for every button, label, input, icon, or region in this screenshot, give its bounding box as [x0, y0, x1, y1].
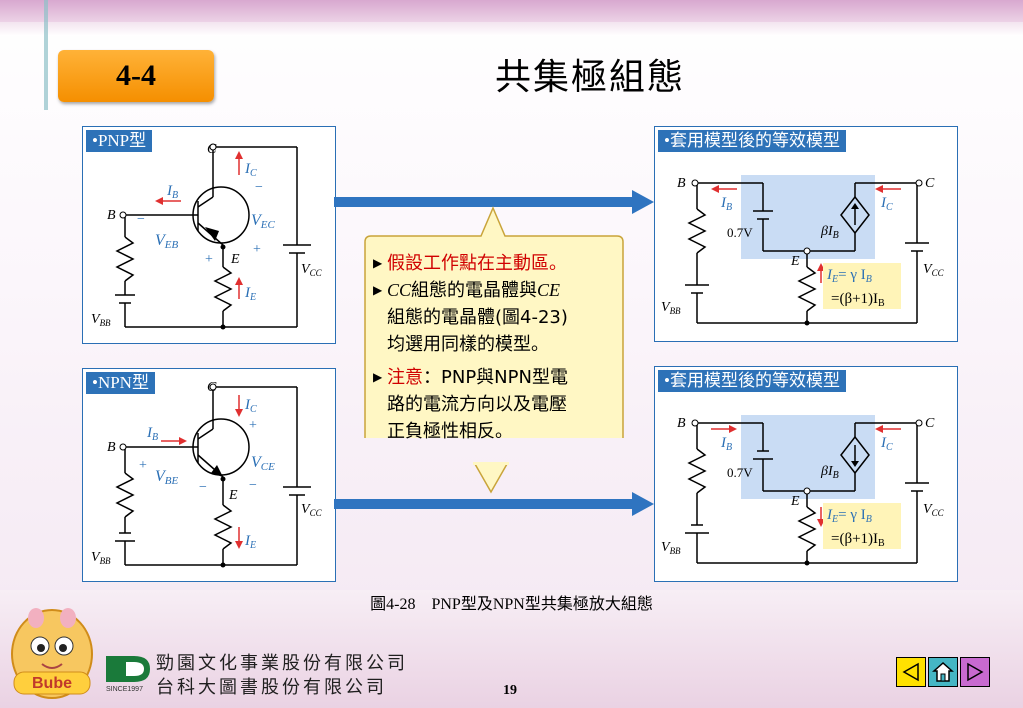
svg-text:VEB: VEB	[155, 232, 179, 251]
callout-bubble	[364, 206, 624, 438]
svg-text:βIB: βIB	[820, 224, 839, 241]
svg-text:VCC: VCC	[923, 502, 945, 518]
svg-text:E: E	[790, 494, 800, 509]
svg-text:IB: IB	[720, 195, 732, 213]
svg-text:VBE: VBE	[155, 468, 179, 487]
npn-label: •NPN型	[86, 372, 155, 394]
svg-text:IC: IC	[880, 435, 893, 453]
svg-text:VBB: VBB	[661, 540, 681, 556]
prev-page-button[interactable]	[896, 657, 926, 687]
node-c: C	[207, 142, 217, 157]
svg-text:VCE: VCE	[251, 454, 275, 473]
callout-line-4: 均選用同樣的模型。	[387, 334, 549, 355]
callout-line-7: 正負極性相反。	[387, 421, 513, 442]
svg-text:VBB: VBB	[661, 300, 681, 316]
equivalent-model-panel-top: B C E 0.7V βIB IB IC IE= γ IB =(β+1)IB V…	[654, 126, 958, 342]
svg-text:VCC: VCC	[301, 502, 323, 518]
home-button[interactable]	[928, 657, 958, 687]
nav-buttons	[896, 657, 990, 687]
svg-text:VCC: VCC	[923, 262, 945, 278]
pnp-circuit-panel: C B E IC IB IE VEB VEC VCC VBB − + + − •…	[82, 126, 336, 344]
svg-text:IB: IB	[166, 183, 178, 201]
since-label: SINCE1997	[106, 686, 143, 693]
svg-text:C: C	[925, 176, 935, 191]
svg-text:VBB: VBB	[91, 550, 111, 566]
arrow-top	[334, 190, 654, 214]
svg-text:C: C	[925, 416, 935, 431]
callout-tail	[473, 462, 509, 494]
svg-text:VEC: VEC	[251, 212, 276, 231]
svg-text:IC: IC	[244, 161, 257, 179]
decor-line	[44, 0, 48, 110]
svg-text:IC: IC	[880, 195, 893, 213]
node-b: B	[107, 208, 116, 223]
svg-text:Bube: Bube	[32, 675, 72, 692]
svg-text:−: −	[249, 478, 257, 493]
svg-text:B: B	[677, 176, 686, 191]
callout-line-1: 假設工作點在主動區。	[387, 253, 567, 274]
svg-text:VBB: VBB	[91, 312, 111, 328]
svg-text:+: +	[253, 242, 261, 257]
section-tag: 4-4	[58, 50, 214, 102]
npn-circuit-diagram: C B E IC IB IE VBE VCE VCC VBB + − + −	[91, 380, 323, 568]
callout-line-2: CC組態的電晶體與CE	[387, 280, 561, 301]
svg-text:B: B	[677, 416, 686, 431]
top-bar	[0, 0, 1023, 22]
triangle-right-icon	[967, 662, 984, 682]
svg-text:=(β+1)IB: =(β+1)IB	[831, 531, 885, 549]
equivalent-model-panel-bottom: B C E 0.7V βIB IB IC IE= γ IB =(β+1)IB V…	[654, 366, 958, 582]
svg-text:βIB: βIB	[820, 464, 839, 481]
svg-text:IB: IB	[146, 425, 158, 443]
page-number: 19	[503, 683, 517, 698]
bube-mascot: Bube	[11, 608, 93, 699]
npn-circuit-panel: C B E IC IB IE VBE VCE VCC VBB + − + − •…	[82, 368, 336, 582]
svg-text:IE= γ IB: IE= γ IB	[826, 507, 872, 525]
eq-model-label-bottom: •套用模型後的等效模型	[658, 370, 846, 392]
callout-line-5: 注意：PNP與NPN型電	[387, 367, 568, 388]
home-icon	[932, 661, 954, 682]
svg-text:0.7V: 0.7V	[727, 225, 753, 240]
svg-text:B: B	[107, 440, 116, 455]
svg-text:C: C	[207, 380, 217, 395]
triangle-left-icon	[902, 662, 919, 682]
svg-text:IE: IE	[244, 285, 256, 303]
publisher-names: 勁園文化事業股份有限公司 台科大圖書股份有限公司	[156, 652, 408, 700]
svg-text:−: −	[199, 480, 207, 495]
svg-text:−: −	[137, 212, 145, 227]
svg-text:VCC: VCC	[301, 262, 323, 278]
figure-caption: 圖4-28 PNP型及NPN型共集極放大組態	[370, 596, 653, 613]
pnp-circuit-diagram: C B E IC IB IE VEB VEC VCC VBB − + + −	[91, 142, 323, 330]
svg-text:+: +	[249, 418, 257, 433]
pnp-label: •PNP型	[86, 130, 153, 152]
svg-text:+: +	[205, 252, 213, 267]
publisher-line-1: 勁園文化事業股份有限公司	[156, 653, 408, 674]
top-stripe	[0, 22, 1023, 36]
callout-text: ▶假設工作點在主動區。 ▶CC組態的電晶體與CE 組態的電晶體(圖4-23) 均…	[373, 250, 625, 445]
callout-line-6: 路的電流方向以及電壓	[387, 394, 567, 415]
svg-text:=(β+1)IB: =(β+1)IB	[831, 291, 885, 309]
page-title: 共集極組態	[494, 57, 685, 98]
svg-text:IC: IC	[244, 397, 257, 415]
svg-text:IE: IE	[244, 533, 256, 551]
equivalent-model-bottom: B C E 0.7V βIB IB IC IE= γ IB =(β+1)IB V…	[661, 415, 945, 566]
svg-text:0.7V: 0.7V	[727, 465, 753, 480]
node-e: E	[230, 252, 240, 267]
svg-text:+: +	[139, 458, 147, 473]
eq-model-label-top: •套用模型後的等效模型	[658, 130, 846, 152]
svg-text:−: −	[255, 180, 263, 195]
arrow-bottom	[334, 492, 654, 516]
callout-line-3: 組態的電晶體(圖4-23)	[387, 307, 568, 328]
svg-text:E: E	[228, 488, 238, 503]
svg-text:IE= γ IB: IE= γ IB	[826, 267, 872, 285]
equivalent-model-top: B C E 0.7V βIB IB IC IE= γ IB =(β+1)IB V…	[661, 175, 945, 326]
publisher-line-2: 台科大圖書股份有限公司	[156, 677, 387, 698]
svg-text:E: E	[790, 254, 800, 269]
bottom-band	[0, 590, 1023, 708]
svg-text:IB: IB	[720, 435, 732, 453]
publisher-logo	[106, 656, 150, 682]
next-page-button[interactable]	[960, 657, 990, 687]
